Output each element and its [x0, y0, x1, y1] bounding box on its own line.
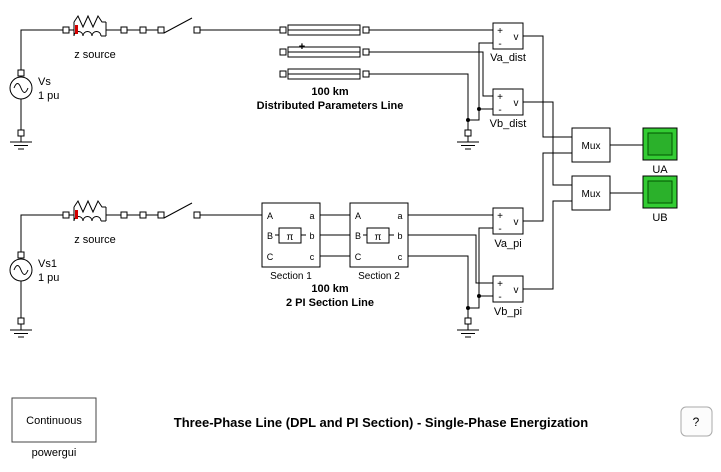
- pi-section2-block[interactable]: [349, 202, 409, 268]
- vs-value-label: 1 pu: [38, 90, 59, 102]
- vm-vb-pi-block[interactable]: [492, 275, 524, 304]
- wire-va-dist-minus-to-ground[interactable]: [468, 42, 493, 121]
- vs1-value-label: 1 pu: [38, 272, 59, 284]
- wire-vb-pi-v-to-mux2[interactable]: [523, 200, 572, 290]
- wire-vs1-to-zsource2[interactable]: [20, 214, 63, 259]
- dpl-distance-label: 100 km: [311, 86, 349, 98]
- wire-vb-dist-v-to-mux2[interactable]: [523, 101, 572, 186]
- ac-source-vs-block[interactable]: [9, 76, 33, 100]
- section2-label: Section 2: [358, 271, 400, 282]
- va-dist-label: Va_dist: [490, 52, 526, 64]
- vb-pi-label: Vb_pi: [494, 306, 522, 318]
- wire-vs-to-zsource1[interactable]: [20, 29, 63, 77]
- dpl-phase-b-segment[interactable]: [279, 46, 370, 58]
- pi-distance-label: 100 km: [311, 283, 349, 295]
- vb-dist-label: Vb_dist: [490, 118, 527, 130]
- wire-va-pi-minus-to-ground[interactable]: [468, 227, 493, 309]
- vs1-top-port[interactable]: [17, 251, 25, 259]
- z-source1-label: z source: [74, 49, 116, 61]
- powergui-body[interactable]: [11, 397, 97, 443]
- vm-vb-dist-block[interactable]: [492, 88, 524, 117]
- dpl-phase-c-segment[interactable]: [279, 68, 370, 80]
- section1-label: Section 1: [270, 271, 312, 282]
- unconnected-port-marker: +: [299, 41, 305, 53]
- scope-ua-label: UA: [652, 164, 668, 176]
- wire-section2-c-to-ground[interactable]: [408, 255, 469, 318]
- mux2-block[interactable]: [571, 175, 611, 211]
- junction-dot: [466, 306, 470, 310]
- model-title: Three-Phase Line (DPL and PI Section) - …: [174, 415, 588, 430]
- help-button-body[interactable]: [680, 406, 713, 437]
- pi-section1-block[interactable]: [261, 202, 321, 268]
- vm-va-dist-block[interactable]: [492, 22, 524, 51]
- wire-va-dist-v-to-mux1[interactable]: [523, 35, 572, 138]
- vs-top-port[interactable]: [17, 69, 25, 77]
- vm-va-pi-block[interactable]: [492, 207, 524, 236]
- scope-ub-label: UB: [652, 212, 667, 224]
- wire-dpl-c-to-ground[interactable]: [369, 73, 469, 130]
- scope-ub-block[interactable]: [642, 175, 678, 209]
- help-button[interactable]: ?: [680, 406, 713, 437]
- mux1-block[interactable]: [571, 127, 611, 163]
- powergui-name-label: powergui: [32, 447, 77, 459]
- wire-section2-b-to-vb-pi-plus[interactable]: [408, 234, 493, 284]
- powergui-block[interactable]: Continuous: [11, 397, 97, 443]
- wire-dpl-b-to-vb-dist-plus[interactable]: [369, 51, 493, 97]
- vs1-name-label: Vs1: [38, 258, 57, 270]
- dpl-phase-a-segment[interactable]: [279, 24, 370, 36]
- ac-source-vs1-block[interactable]: [9, 258, 33, 282]
- help-button-label: ?: [693, 415, 700, 429]
- va-pi-label: Va_pi: [494, 238, 521, 250]
- junction-dot: [466, 118, 470, 122]
- dpl-name-label: Distributed Parameters Line: [257, 100, 404, 112]
- junction-dot: [477, 294, 481, 298]
- wire-va-pi-v-to-mux1[interactable]: [523, 152, 572, 222]
- z-source2-label: z source: [74, 234, 116, 246]
- pi-name-label: 2 PI Section Line: [286, 297, 374, 309]
- scope-ua-block[interactable]: [642, 127, 678, 161]
- junction-dot: [477, 107, 481, 111]
- powergui-mode-label: Continuous: [26, 415, 82, 427]
- vs-name-label: Vs: [38, 76, 51, 88]
